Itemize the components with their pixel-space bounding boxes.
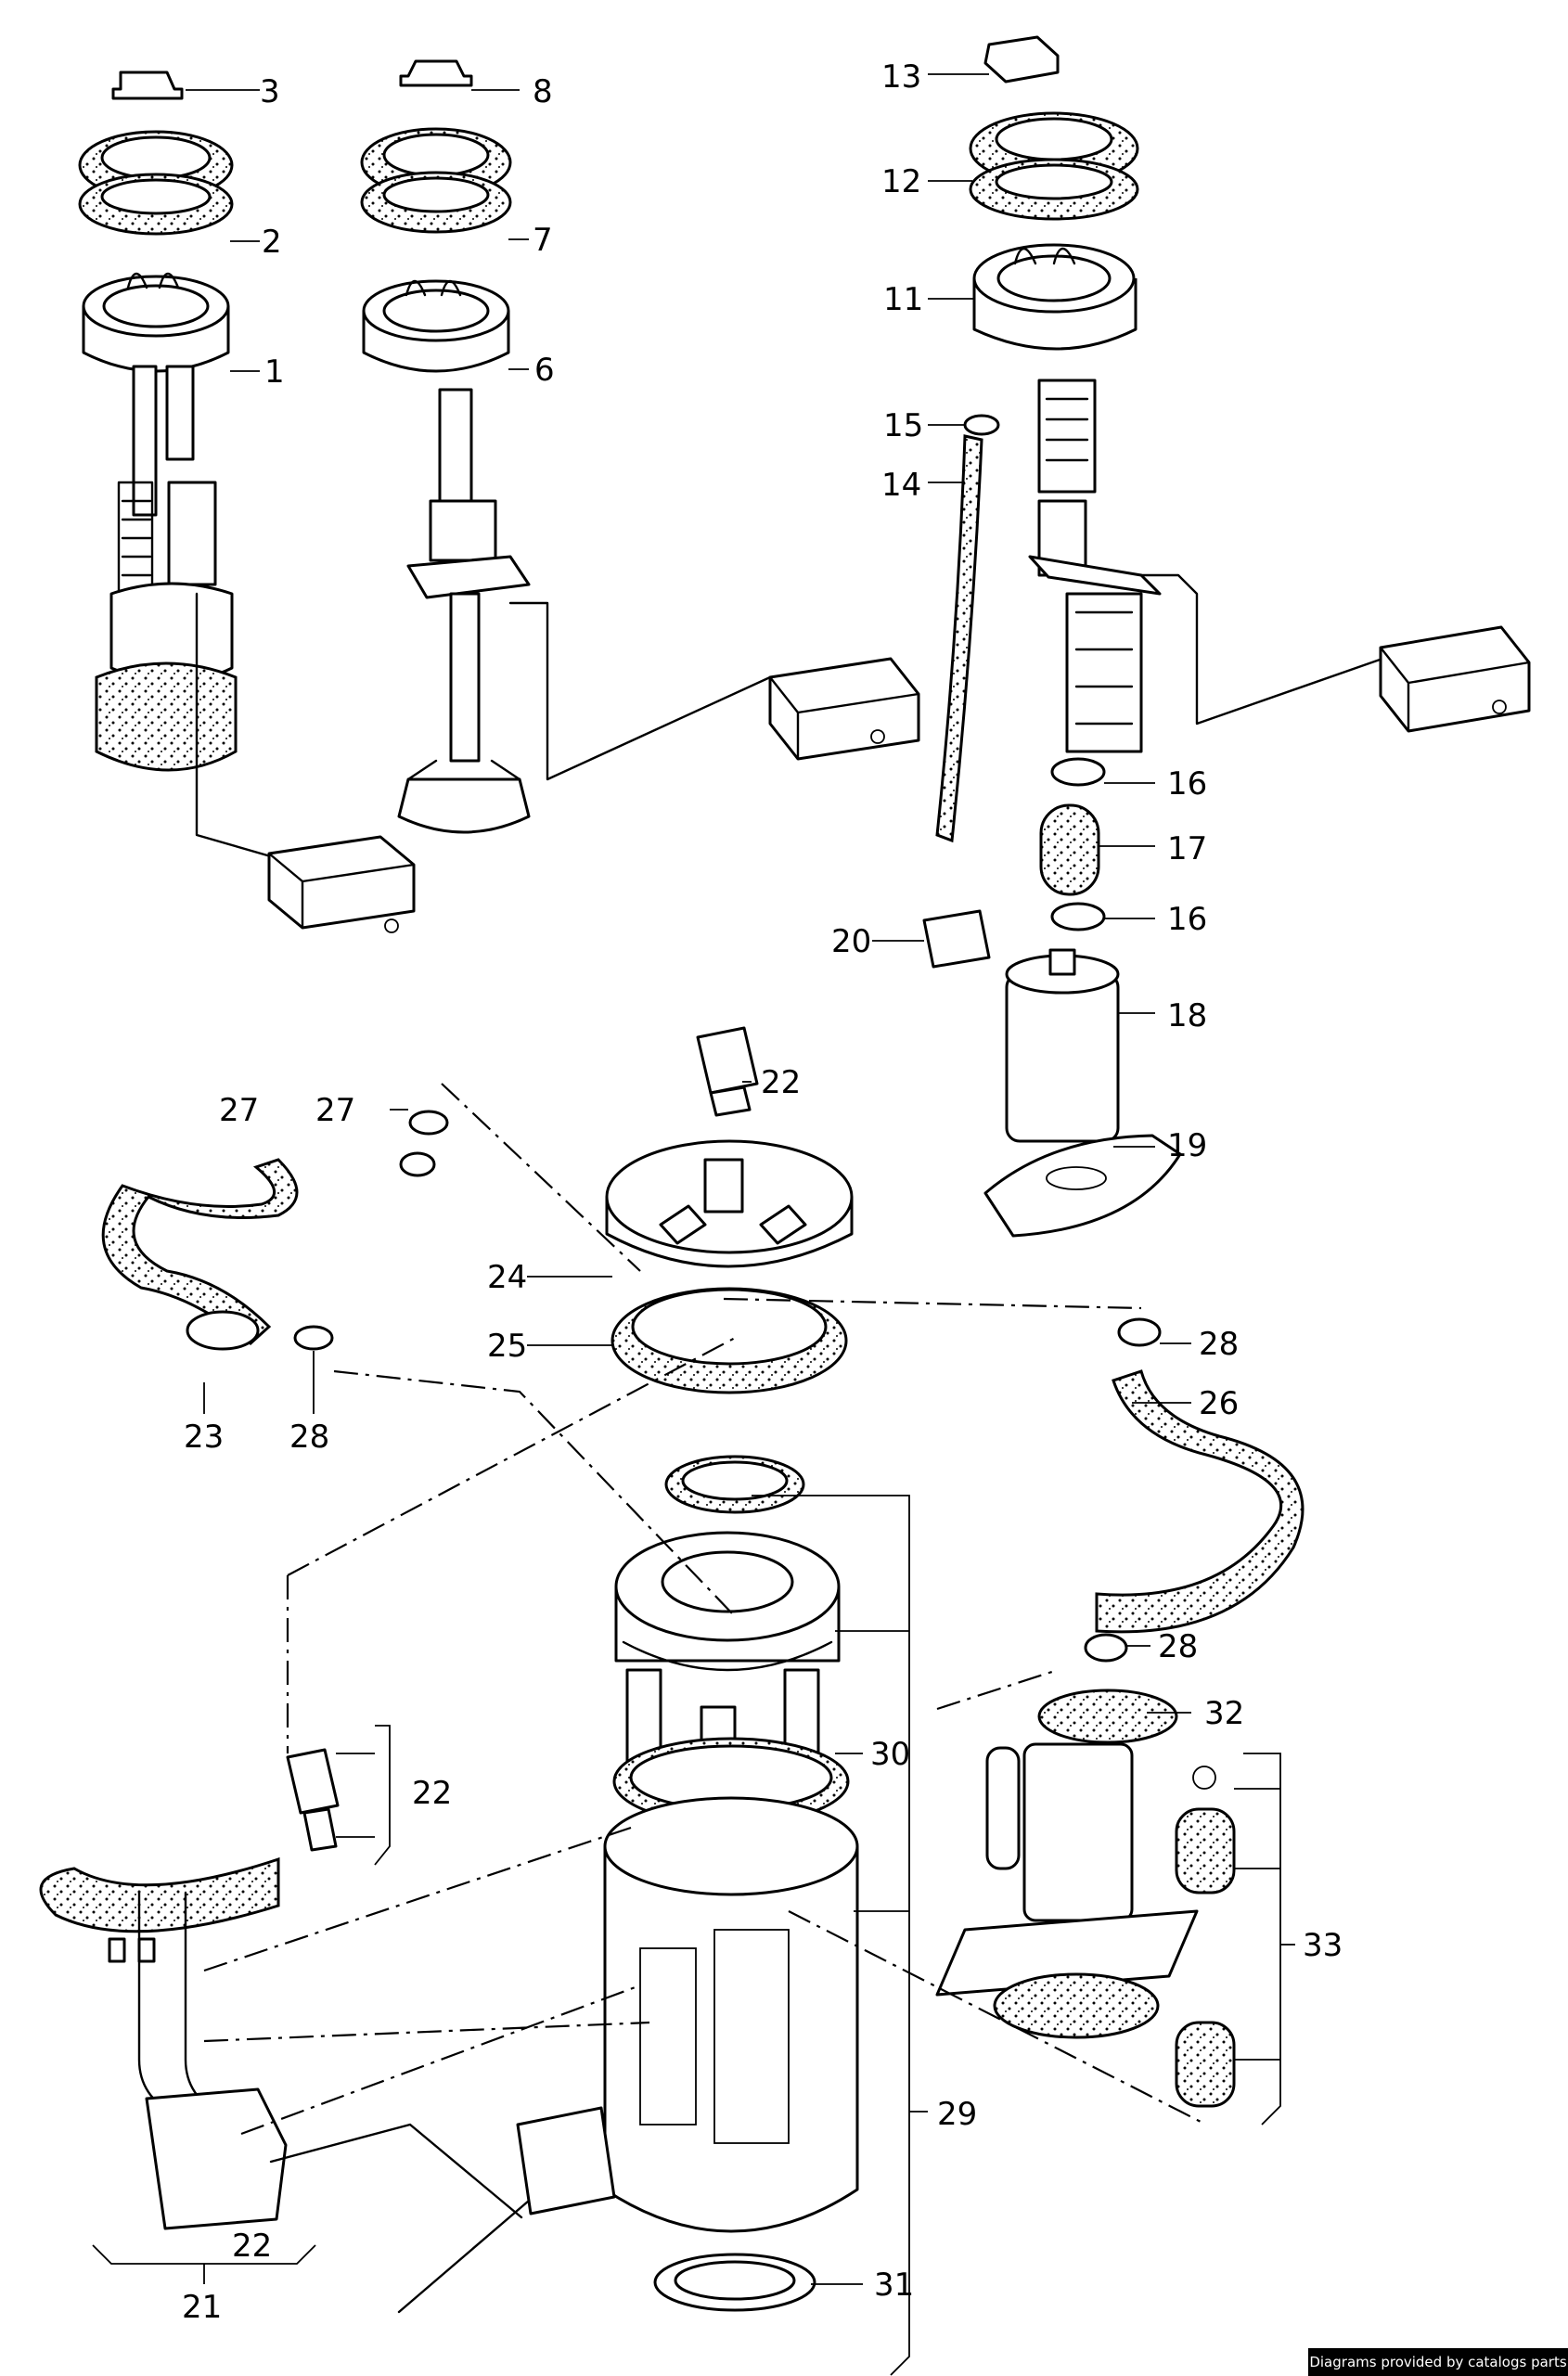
callout-24: 24 bbox=[487, 1259, 527, 1296]
callout-25: 25 bbox=[487, 1328, 527, 1365]
callout-1: 1 bbox=[264, 353, 285, 391]
callout-23: 23 bbox=[184, 1419, 224, 1456]
callout-16-upper: 16 bbox=[1167, 765, 1207, 803]
pump-assembly-b bbox=[360, 59, 920, 834]
callout-28-d: 28 bbox=[1158, 1628, 1198, 1665]
callout-8: 8 bbox=[533, 73, 553, 110]
callout-14: 14 bbox=[881, 467, 921, 504]
callout-11: 11 bbox=[883, 281, 923, 318]
callout-16-lower: 16 bbox=[1167, 901, 1207, 938]
pump-assembly-c bbox=[922, 35, 1531, 1238]
callout-21: 21 bbox=[182, 2289, 222, 2326]
callout-29: 29 bbox=[937, 2096, 977, 2133]
callout-28-b: 28 bbox=[1199, 1326, 1239, 1363]
callout-17: 17 bbox=[1167, 830, 1207, 867]
leader-lines bbox=[92, 73, 1295, 2376]
callout-31: 31 bbox=[874, 2267, 914, 2304]
callout-28-c: 28 bbox=[289, 1419, 329, 1456]
lower-assembly bbox=[39, 1026, 1305, 2314]
callout-6: 6 bbox=[534, 352, 555, 389]
connection-lines bbox=[203, 1083, 1207, 2136]
callout-numbers: 3 2 1 8 7 6 13 12 11 15 14 16 17 16 20 1… bbox=[182, 58, 1343, 2326]
callout-20: 20 bbox=[831, 923, 871, 960]
callout-22-bottom: 22 bbox=[232, 2228, 272, 2265]
callout-30: 30 bbox=[870, 1736, 910, 1773]
callout-19: 19 bbox=[1167, 1127, 1207, 1164]
credit-footer: Diagrams provided by catalogs parts bbox=[1308, 2348, 1568, 2376]
callout-22-top: 22 bbox=[761, 1064, 801, 1101]
callout-22-left: 22 bbox=[412, 1775, 452, 1812]
callout-12: 12 bbox=[881, 163, 921, 200]
callout-33: 33 bbox=[1303, 1927, 1343, 1964]
callout-26: 26 bbox=[1199, 1385, 1239, 1422]
callout-15: 15 bbox=[883, 407, 923, 444]
callout-18: 18 bbox=[1167, 997, 1207, 1034]
callout-7: 7 bbox=[533, 222, 553, 259]
callout-28-a: 27 bbox=[315, 1092, 355, 1129]
pump-assembly-a bbox=[78, 71, 416, 933]
callout-3: 3 bbox=[260, 73, 280, 110]
callout-27: 27 bbox=[219, 1092, 259, 1129]
callout-13: 13 bbox=[881, 58, 921, 96]
callout-2: 2 bbox=[262, 224, 282, 261]
callout-32: 32 bbox=[1204, 1695, 1244, 1732]
